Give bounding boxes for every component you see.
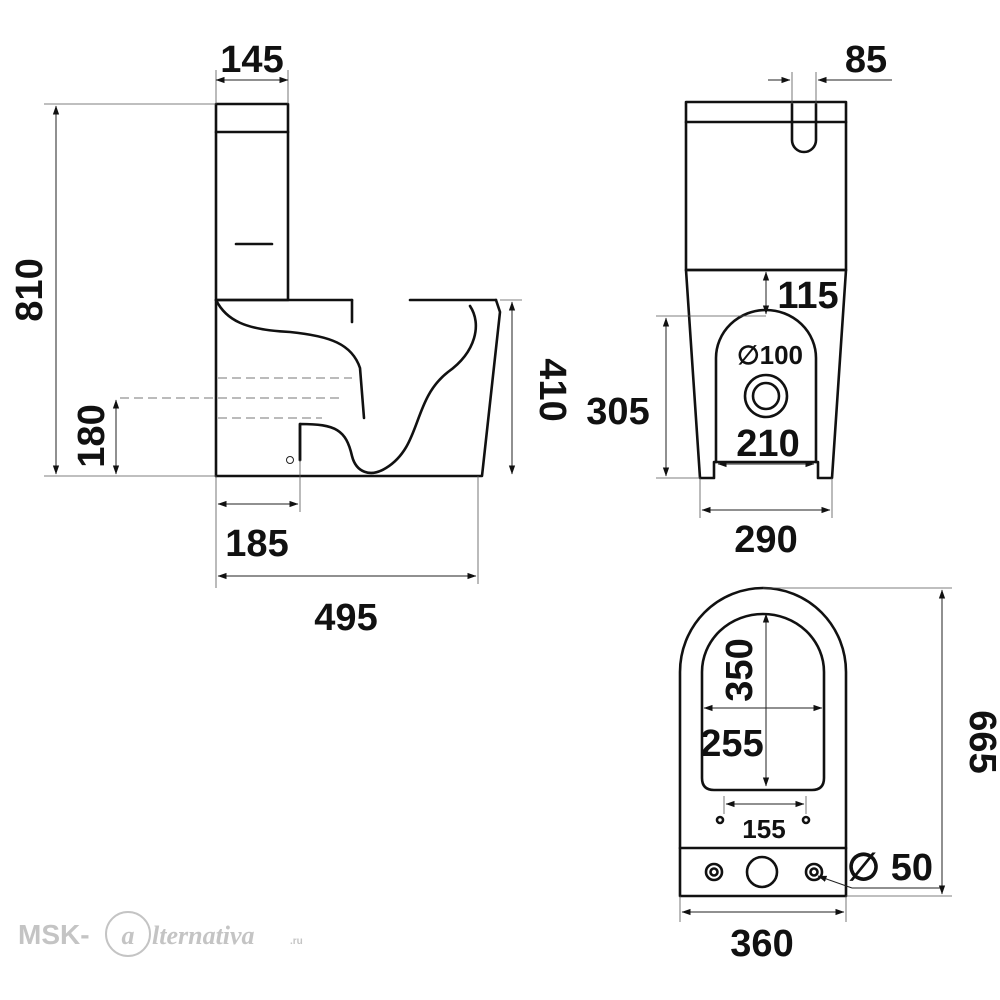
- dim-label-155: 155: [742, 814, 785, 844]
- dim-label-810: 810: [9, 258, 51, 321]
- watermark: MSK- a lternativa .ru: [18, 911, 303, 957]
- watermark-circle-icon: [105, 911, 151, 957]
- dim-label-145: 145: [220, 39, 283, 81]
- dim-label-diameter-50: ∅ 50: [847, 847, 933, 889]
- dim-side-outlet-offset: 185: [215, 460, 301, 588]
- dim-side-outlet-height: 180: [71, 399, 120, 475]
- dim-front-tank-gap: 115: [762, 271, 839, 317]
- watermark-mark: a: [122, 921, 135, 950]
- dim-top-opening-length: 350: [719, 613, 770, 787]
- dim-label-185: 185: [225, 523, 288, 565]
- dim-top-width: 360: [679, 896, 847, 965]
- dim-label-410: 410: [531, 358, 573, 421]
- side-hidden-lines: [120, 377, 352, 419]
- dim-label-305: 305: [586, 391, 649, 433]
- front-view: 85 115 305 ∅100 210 290: [586, 39, 892, 561]
- dim-front-pipe-height: 305: [586, 315, 766, 479]
- dim-label-665: 665: [961, 710, 1000, 773]
- watermark-right: lternativa: [152, 921, 255, 950]
- side-view: 145 810 180 410 185: [9, 39, 573, 639]
- dim-front-base-width: 290: [699, 478, 833, 561]
- dim-label-210: 210: [736, 423, 799, 465]
- dim-top-hole-spacing: 155: [723, 796, 807, 844]
- dim-label-115: 115: [777, 275, 838, 317]
- dim-side-tank-width: 145: [215, 39, 289, 104]
- dim-label-495: 495: [314, 597, 377, 639]
- side-tank: [214, 102, 290, 302]
- top-view: 350 255 155 ∅ 50 665: [678, 586, 1000, 965]
- dim-top-length: 665: [763, 587, 1000, 897]
- dim-label-360: 360: [730, 923, 793, 965]
- dim-top-bolt-diameter: ∅ 50: [817, 847, 940, 889]
- dim-side-bowl-height: 410: [500, 299, 573, 475]
- dim-label-180: 180: [71, 404, 113, 467]
- dim-front-hole-offset: 85: [768, 39, 892, 104]
- dim-label-85: 85: [845, 39, 887, 81]
- watermark-domain: .ru: [290, 936, 303, 947]
- dim-label-350: 350: [719, 638, 761, 701]
- front-tank: [684, 100, 848, 272]
- side-bowl: [214, 298, 502, 478]
- dim-label-diameter-100: ∅100: [737, 340, 803, 370]
- watermark-left: MSK-: [18, 919, 90, 950]
- dim-side-depth: 495: [217, 476, 479, 639]
- dim-label-255: 255: [700, 723, 763, 765]
- dim-label-290: 290: [734, 519, 797, 561]
- dim-front-inner-width: 210: [717, 423, 815, 468]
- dim-side-height: 810: [9, 103, 216, 477]
- dim-top-opening-width: 255: [700, 704, 823, 765]
